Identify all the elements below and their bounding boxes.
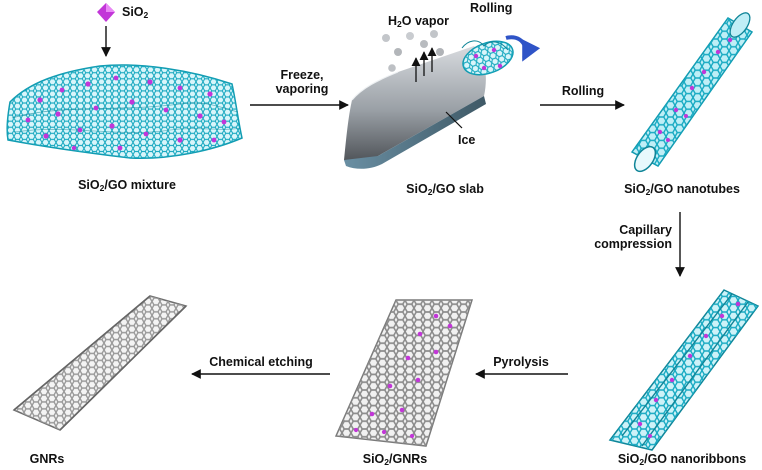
slab-rolling-label: Rolling (470, 1, 513, 15)
vapor-arrows (411, 47, 437, 82)
reagent-diamond-icon (97, 3, 115, 22)
rolled-sheet-on-slab (461, 40, 514, 76)
step-label-nanotubes: SiO2/GO nanotubes (624, 182, 740, 197)
vapor-droplets (382, 30, 444, 72)
step-label-gnrs-silica: SiO2/GNRs (362, 452, 428, 467)
arrow-label-rolling: Rolling (561, 84, 605, 98)
slab-vapor-label: H2O vapor (388, 14, 450, 29)
ice-pointer (445, 111, 463, 129)
step-label-nanoribbons: SiO2/GO nanoribbons (617, 452, 747, 467)
step-label-slab: SiO2/GO slab (406, 182, 484, 197)
go-nanoribbons (608, 289, 760, 451)
step-label-mixture: SiO2/GO mixture (78, 178, 176, 193)
reagent-label: SiO2 (122, 5, 149, 20)
arrow-label-freeze: Freeze, vaporing (275, 68, 329, 97)
go-sheet-mixture (6, 64, 243, 160)
gnrs-ribbon (12, 295, 188, 431)
arrow-label-capillary: Capillary compression (594, 223, 672, 252)
rolling-direction-arrow (505, 35, 541, 62)
silica-particles (25, 75, 227, 151)
arrow-label-etching: Chemical etching (209, 355, 313, 369)
ice-slab (344, 46, 486, 169)
slab-ice-label: Ice (458, 133, 476, 147)
go-nanotube (630, 12, 754, 173)
arrow-label-pyrolysis: Pyrolysis (493, 355, 549, 369)
silica-gnrs (334, 299, 474, 447)
step-label-gnrs: GNRs (29, 452, 65, 466)
